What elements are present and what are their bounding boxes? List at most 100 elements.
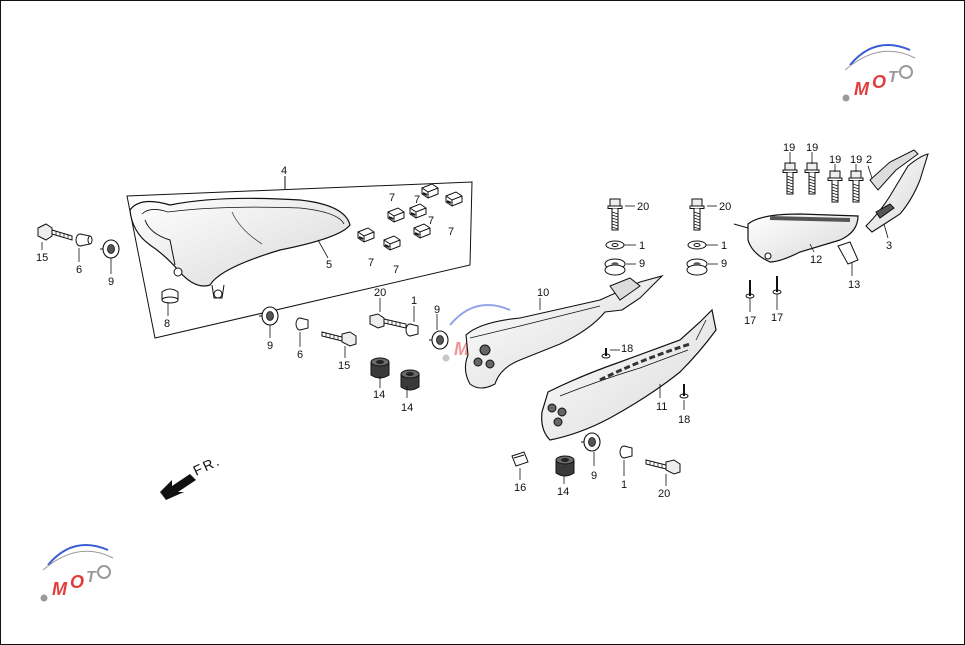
label-17b: 17: [771, 312, 783, 324]
clip-7b: [421, 183, 439, 199]
pad-13: [837, 241, 859, 265]
svg-text:O: O: [872, 72, 886, 92]
bolt-19b: [804, 162, 820, 195]
inner-cover-10: [464, 274, 664, 389]
label-20b: 20: [637, 201, 649, 213]
label-14b: 14: [401, 402, 413, 414]
label-20c: 20: [719, 201, 731, 213]
part-number-labels: 4 5 15 6 9 8 9 6 15 7 7 7 7 7 7 20 1 9 1…: [36, 142, 892, 500]
svg-text:O: O: [70, 572, 84, 592]
label-5: 5: [326, 259, 332, 271]
svg-text:M: M: [52, 579, 68, 599]
label-9e: 9: [721, 258, 727, 270]
svg-text:T: T: [86, 569, 97, 586]
label-18b: 18: [678, 414, 690, 426]
collar-1-middle: [405, 323, 419, 337]
washer-9-stack-left: [604, 258, 626, 276]
leader-lines: [41, 152, 889, 486]
bracket-2: [869, 149, 919, 191]
label-20d: 20: [658, 488, 670, 500]
clip-7e: [357, 227, 375, 243]
label-3: 3: [886, 240, 892, 252]
label-7f: 7: [393, 264, 399, 276]
bolt-15-left: [37, 223, 73, 241]
label-20a: 20: [374, 287, 386, 299]
rubber-bumper-8: [161, 288, 179, 304]
front-direction-label: FR.: [191, 452, 224, 479]
label-8: 8: [164, 318, 170, 330]
collar-1-stack-right: [687, 240, 707, 250]
washer-9-middle: [428, 330, 449, 350]
label-1c: 1: [721, 240, 727, 252]
screw-17b: [772, 276, 782, 295]
label-10: 10: [537, 287, 549, 299]
label-12: 12: [810, 254, 822, 266]
label-9c: 9: [434, 304, 440, 316]
screw-17a: [745, 280, 755, 299]
clip-7c: [409, 203, 427, 219]
label-1a: 1: [411, 295, 417, 307]
rubber-14a: [370, 357, 390, 379]
label-14c: 14: [557, 486, 569, 498]
clip-16: [511, 451, 529, 467]
label-19b: 19: [806, 142, 818, 154]
collar-1-bottom: [619, 445, 633, 459]
collar-6-seat: [295, 317, 309, 331]
label-6b: 6: [297, 349, 303, 361]
bolt-19d: [848, 170, 864, 203]
label-7b: 7: [414, 194, 420, 206]
label-7c: 7: [428, 215, 434, 227]
clip-7d: [445, 191, 463, 207]
label-2: 2: [866, 154, 872, 166]
screw-18b: [679, 384, 689, 399]
label-19d: 19: [850, 154, 862, 166]
label-4: 4: [281, 165, 287, 177]
seat-group-outline: [126, 181, 473, 339]
screw-18a: [601, 348, 611, 359]
label-14a: 14: [373, 389, 385, 401]
clip-7a: [387, 207, 405, 223]
bolt-20-middle: [369, 313, 407, 329]
svg-text:M: M: [454, 339, 470, 359]
rubber-14c: [555, 455, 575, 477]
label-11: 11: [656, 401, 667, 413]
washer-9-seat: [258, 306, 279, 326]
collar-1-stack-left: [605, 240, 625, 250]
svg-text:T: T: [888, 69, 899, 86]
label-9b: 9: [267, 340, 273, 352]
watermark-logo-top-right: M O T: [842, 44, 916, 102]
label-13: 13: [848, 279, 860, 291]
label-7d: 7: [448, 226, 454, 238]
label-7a: 7: [389, 192, 395, 204]
bolt-20-stack-right: [689, 198, 705, 231]
label-9f: 9: [591, 470, 597, 482]
label-19a: 19: [783, 142, 795, 154]
tail-cover-12: [733, 213, 859, 263]
bolt-20-stack-left: [607, 198, 623, 231]
label-1d: 1: [621, 479, 627, 491]
clip-7f: [383, 235, 401, 251]
washer-9-bottom: [580, 432, 601, 452]
label-19c: 19: [829, 154, 841, 166]
bolt-20-bottom: [645, 459, 681, 475]
seat: [129, 197, 351, 299]
svg-text:M: M: [854, 79, 870, 99]
label-15a: 15: [36, 252, 48, 264]
collar-6-left: [75, 233, 93, 247]
label-18a: 18: [621, 343, 633, 355]
washer-9-stack-right: [686, 258, 708, 276]
side-cover-11: [541, 308, 717, 441]
tail-side-cover-3: [865, 153, 929, 233]
label-9a: 9: [108, 276, 114, 288]
label-6a: 6: [76, 264, 82, 276]
label-17a: 17: [744, 315, 756, 327]
label-1b: 1: [639, 240, 645, 252]
label-16: 16: [514, 482, 526, 494]
front-direction-arrow-icon: [160, 474, 196, 500]
bolt-19a: [782, 162, 798, 195]
label-7e: 7: [368, 257, 374, 269]
watermark-logo-bottom-left: M O T: [40, 544, 114, 602]
label-9d: 9: [639, 258, 645, 270]
